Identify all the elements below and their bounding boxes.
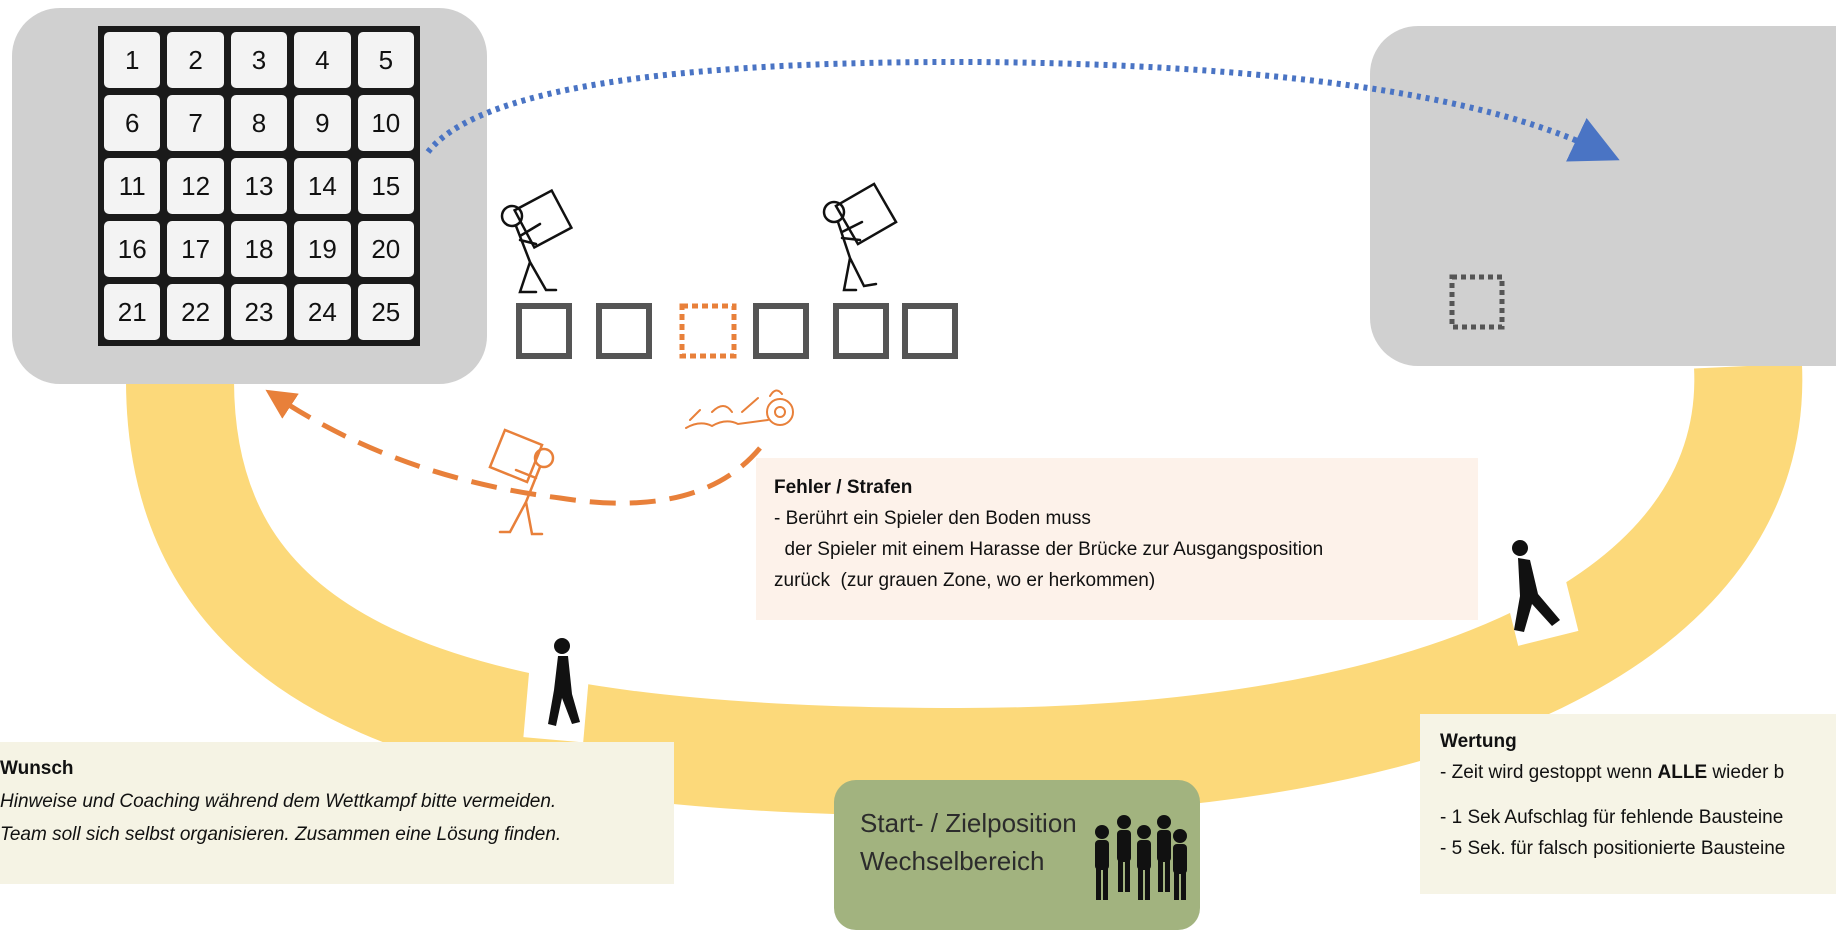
start-label: Start- / Zielposition [860,808,1077,838]
grid-cell[interactable]: 18 [230,221,288,277]
grid-cell[interactable]: 13 [230,158,288,214]
number-grid: 1 2 3 4 5 6 7 8 9 10 11 12 13 14 15 16 1… [98,26,420,346]
grid-cell[interactable]: 14 [294,158,351,214]
missing-crate [679,303,737,359]
scoring-line: - 1 Sek Aufschlag für fehlende Bausteine [1440,807,1784,828]
penalty-line: zurück (zur grauen Zone, wo er herkommen… [774,570,1156,591]
scoring-text: - Zeit wird gestoppt wenn [1440,762,1658,783]
exchange-label: Wechselbereich [860,846,1045,876]
grid-cell[interactable]: 23 [230,284,288,340]
runner-sign [1491,524,1579,646]
penalty-line: - Berührt ein Spieler den Boden muss [774,508,1091,529]
scoring-text: wieder b [1707,762,1785,783]
scoring-spacer [1440,788,1836,802]
grid-cell[interactable]: 5 [357,32,414,88]
grid-cell[interactable]: 22 [167,284,224,340]
scoring-title: Wertung [1440,731,1517,752]
grid-cell[interactable]: 15 [357,158,414,214]
runner-sign [523,629,593,743]
scoring-line: - 5 Sek. für falsch positionierte Bauste… [1440,838,1786,859]
returning-figure [488,428,555,536]
return-arrow [265,389,762,506]
penalty-note: Fehler / Strafen - Berührt ein Spieler d… [756,458,1478,620]
scoring-line: - Zeit wird gestoppt wenn ALLE wieder b [1440,757,1836,788]
grid-cell[interactable]: 24 [294,284,351,340]
bridge-crate [516,303,572,359]
bridge-crate [902,303,958,359]
carrier-figure [822,182,898,292]
grid-cell[interactable]: 12 [167,158,224,214]
bridge-crate [833,303,889,359]
start-finish-zone: Start- / Zielposition Wechselbereich [834,780,1200,930]
grid-cell[interactable]: 2 [167,32,224,88]
grid-cell[interactable]: 1 [104,32,161,88]
penalty-line: der Spieler mit einem Harasse der Brücke… [774,539,1324,560]
scoring-note: Wertung - Zeit wird gestoppt wenn ALLE w… [1420,714,1836,894]
grid-cell[interactable]: 11 [104,158,161,214]
wish-line: Hinweise und Coaching während dem Wettka… [0,791,557,812]
penalty-title: Fehler / Strafen [774,477,913,498]
grid-cell[interactable]: 4 [294,32,351,88]
wish-line: Team soll sich selbst organisieren. Zusa… [0,824,562,845]
wish-title: Wunsch [0,758,74,779]
grid-cell[interactable]: 21 [104,284,161,340]
grid-cell[interactable]: 16 [104,221,161,277]
grid-cell[interactable]: 6 [104,95,161,151]
transport-arrow [425,58,1620,162]
grid-cell[interactable]: 3 [230,32,288,88]
grid-cell[interactable]: 7 [167,95,224,151]
bridge-crate [596,303,652,359]
wish-note: Wunsch Hinweise und Coaching während dem… [0,742,674,884]
grid-cell[interactable]: 8 [230,95,288,151]
grid-cell[interactable]: 20 [357,221,414,277]
carrier-figure [500,188,574,294]
grid-cell[interactable]: 19 [294,221,351,277]
target-slot [1449,274,1505,330]
bridge-crate [753,303,809,359]
right-grey-zone [1370,26,1836,366]
grid-cell[interactable]: 9 [294,95,351,151]
grid-cell[interactable]: 25 [357,284,414,340]
fallen-figure [685,389,794,429]
grid-cell[interactable]: 17 [167,221,224,277]
grid-cell[interactable]: 10 [357,95,414,151]
scoring-emphasis: ALLE [1657,762,1708,783]
